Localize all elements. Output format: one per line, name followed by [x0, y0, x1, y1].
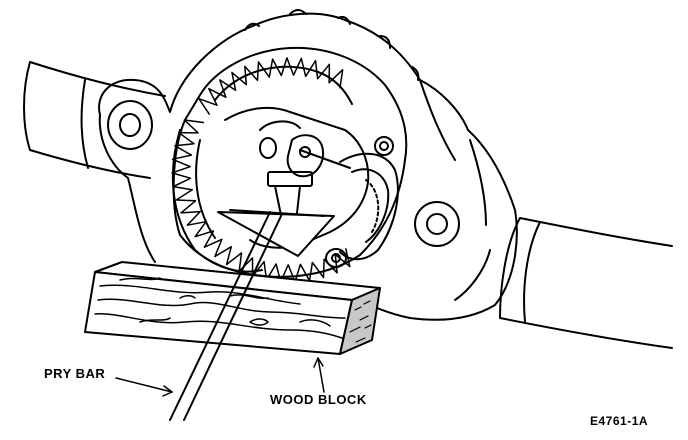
right-boss: [414, 201, 460, 247]
pry-bar: [169, 209, 335, 421]
gear-tooth: [171, 154, 192, 168]
bearing-cap: [325, 136, 399, 268]
gear-tooth: [231, 71, 247, 92]
pry-bar-label: PRY BAR: [44, 366, 106, 381]
gear-tooth: [244, 65, 259, 86]
ring-gear: [171, 57, 353, 283]
gear-tooth: [186, 210, 207, 226]
gear-tooth: [219, 79, 237, 98]
gear-tooth: [183, 119, 205, 134]
right-axle-tube: [499, 217, 673, 349]
gear-tooth: [172, 177, 193, 191]
gear-tooth: [175, 189, 197, 202]
gear-tooth: [299, 261, 314, 282]
gear-tooth: [280, 57, 295, 77]
left-boss: [107, 100, 153, 150]
gear-tooth: [174, 143, 195, 156]
gear-tooth: [194, 220, 215, 238]
pry-bar-leader: [115, 377, 173, 397]
gear-tooth: [292, 57, 307, 77]
gear-tooth: [238, 252, 254, 272]
gear-tooth: [225, 246, 243, 266]
gear-tooth: [208, 87, 227, 106]
gear-tooth: [203, 230, 223, 248]
gear-tooth: [316, 63, 331, 84]
gear-tooth: [171, 165, 192, 179]
gear-tooth: [328, 68, 344, 89]
gear-tooth: [256, 61, 270, 81]
wood-block-leader: [313, 357, 325, 393]
gear-tooth: [214, 238, 232, 258]
gear-tooth: [178, 131, 199, 145]
left-axle-tube: [23, 61, 166, 179]
figure-id-label: E4761-1A: [590, 414, 649, 428]
gear-tooth: [198, 97, 218, 115]
differential-housing: [98, 9, 518, 321]
gear-tooth: [180, 200, 201, 214]
gear-tooth: [311, 258, 325, 279]
gear-tooth: [305, 59, 319, 80]
wood-block: [84, 261, 381, 355]
housing-opening: [172, 46, 408, 278]
wood-block-label: WOOD BLOCK: [270, 392, 367, 407]
gear-tooth: [268, 58, 283, 78]
